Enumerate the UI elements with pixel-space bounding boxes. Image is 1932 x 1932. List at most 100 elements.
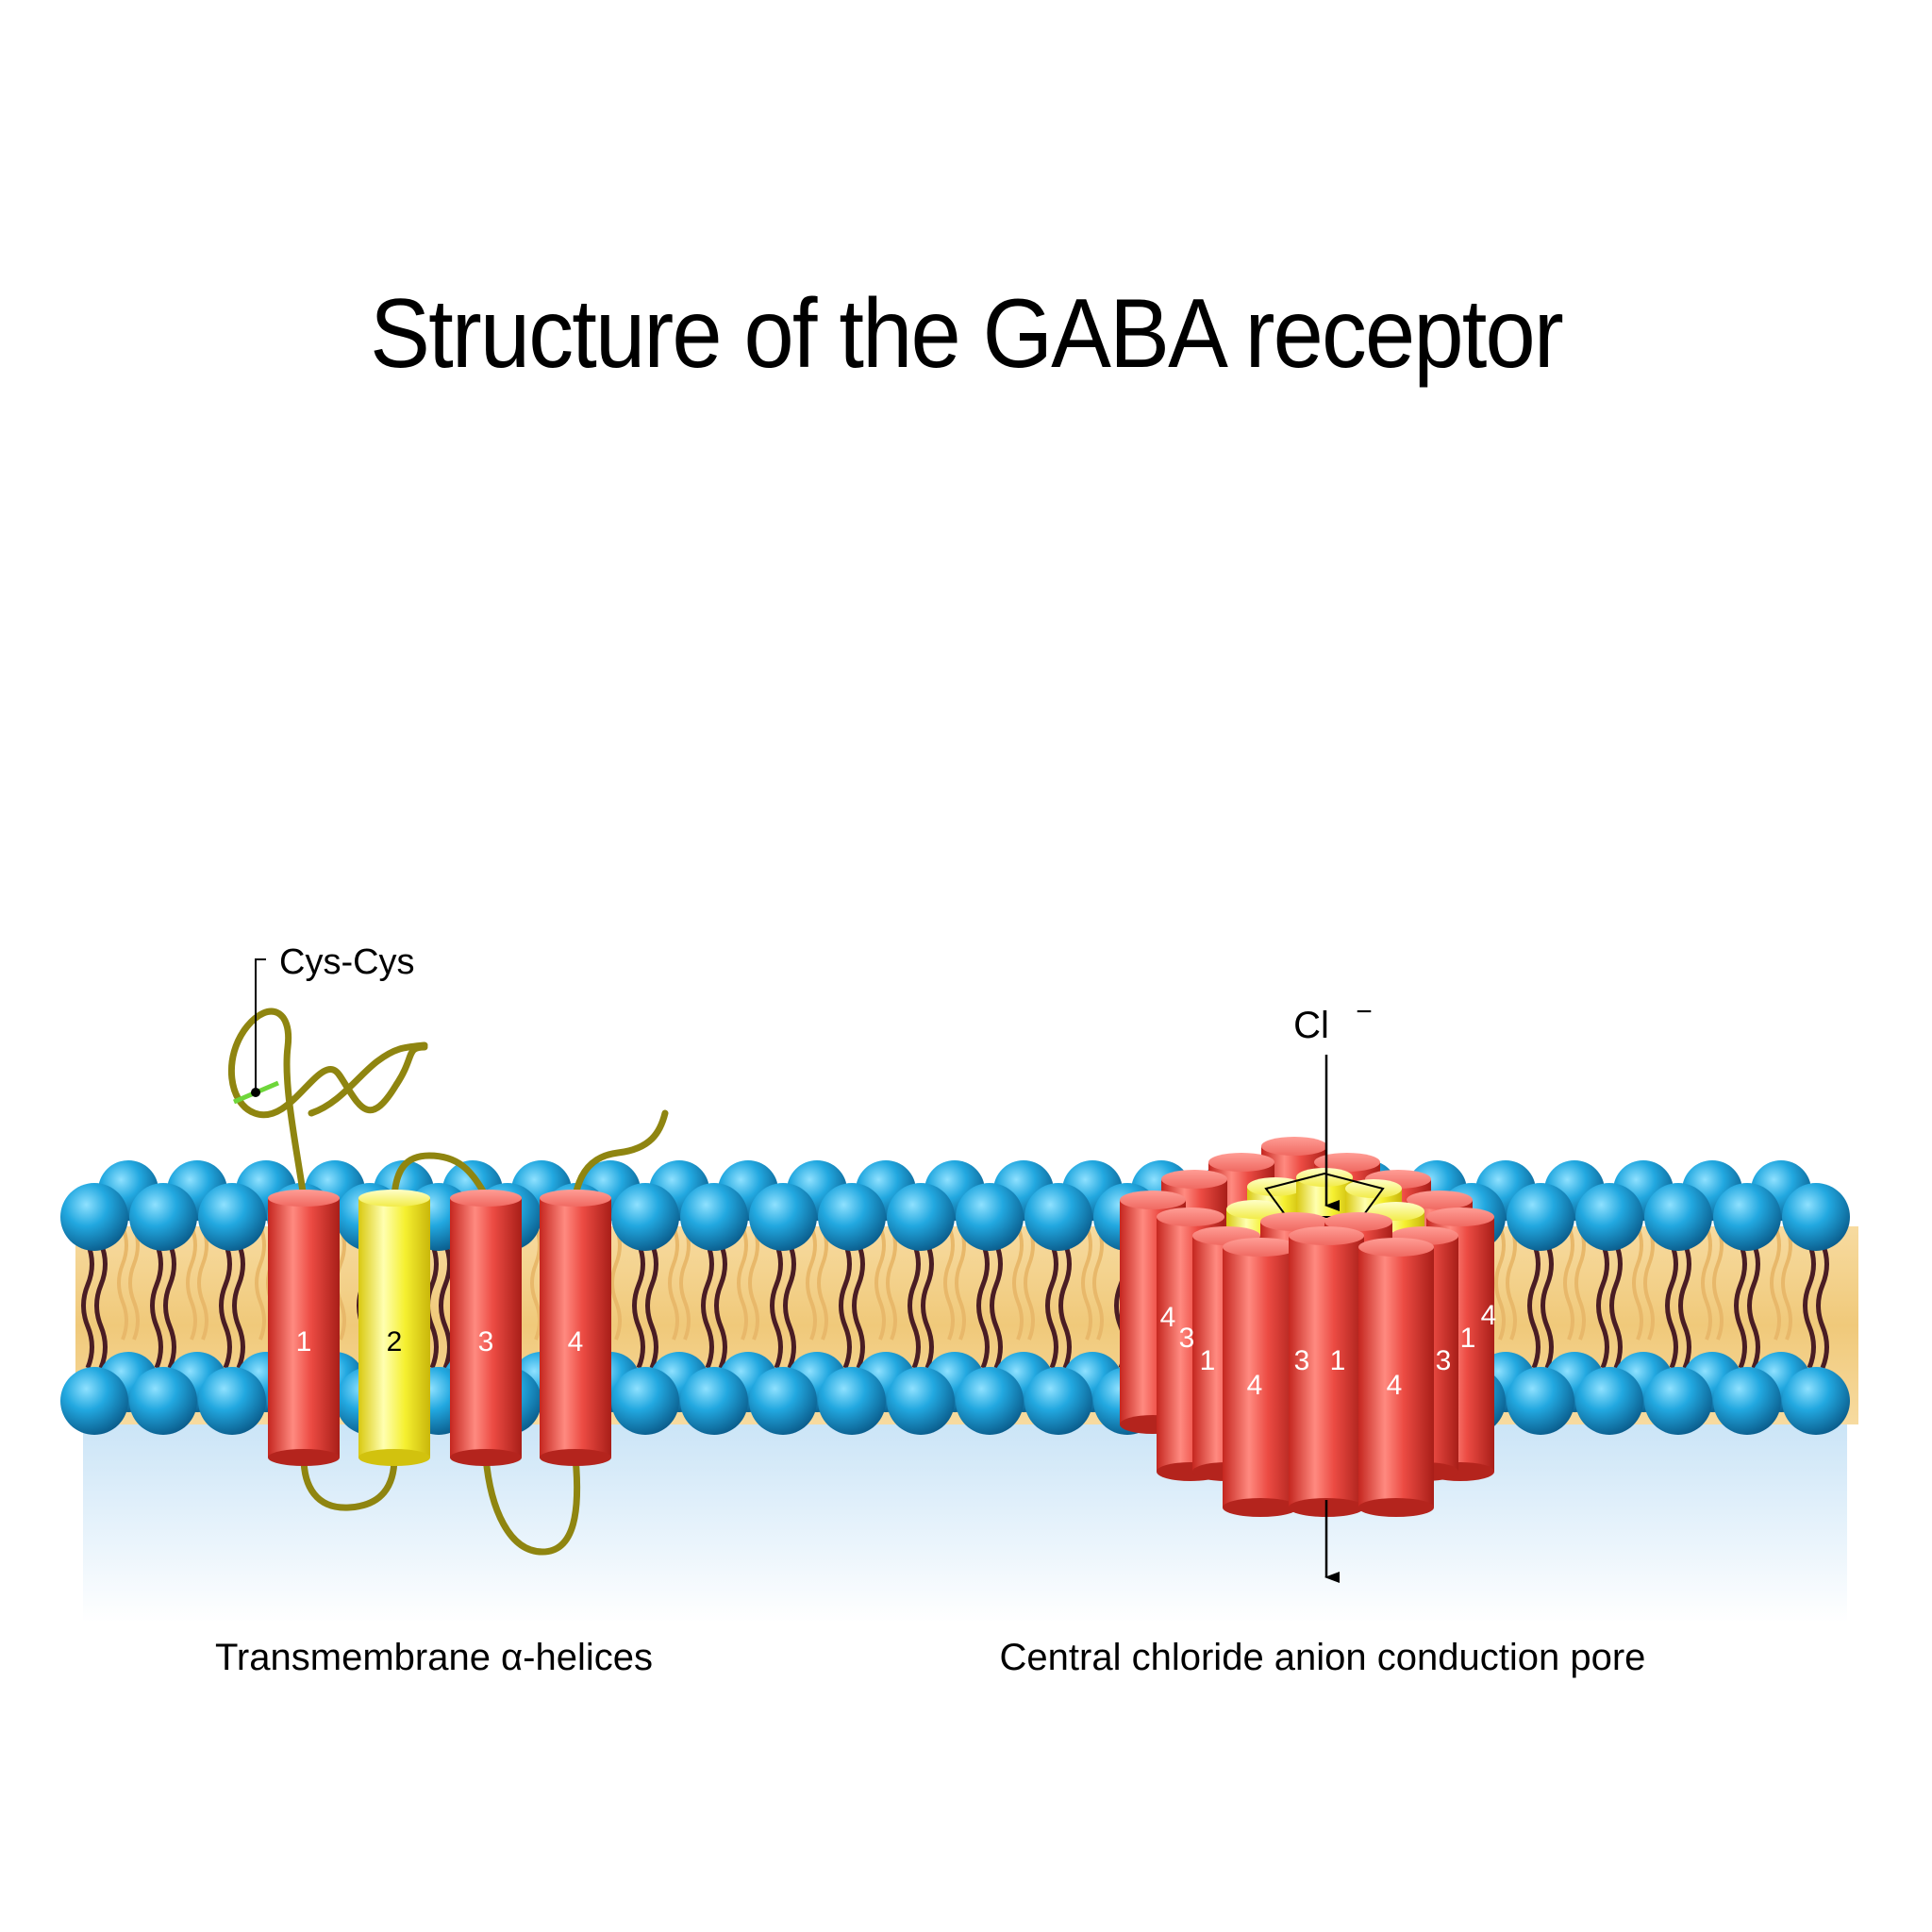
helix-bottom-cap xyxy=(358,1449,430,1466)
lipid-tail xyxy=(232,1242,245,1369)
lipid-tail-back xyxy=(1781,1225,1792,1341)
lipid-tail xyxy=(219,1242,232,1369)
pore-helix-body xyxy=(1358,1247,1434,1507)
lipid-head-top xyxy=(1782,1183,1850,1251)
helix-top-cap xyxy=(358,1190,430,1207)
cys-cys-label: Cys-Cys xyxy=(279,942,415,982)
lipid-tail xyxy=(1803,1242,1816,1369)
lipid-tail xyxy=(1527,1242,1541,1369)
pore-helix-top-cap xyxy=(1260,1212,1328,1231)
lipid-tail xyxy=(1609,1242,1623,1369)
lipid-tail-back xyxy=(943,1225,955,1341)
lipid-tail-back xyxy=(955,1225,966,1341)
lipid-tail xyxy=(783,1242,796,1369)
lipid-tail xyxy=(1678,1242,1691,1369)
lipid-tail xyxy=(921,1242,934,1369)
lipid-tail-back xyxy=(1563,1225,1574,1341)
lipid-tail xyxy=(1058,1242,1072,1369)
lipid-tail xyxy=(1816,1242,1829,1369)
lipid-tail-back xyxy=(1081,1225,1092,1341)
lipid-head-top xyxy=(1644,1183,1712,1251)
red-pore-helix xyxy=(1223,1238,1298,1517)
helix-3: 3 xyxy=(450,1190,522,1466)
lipid-tail-back xyxy=(806,1225,817,1341)
pore-pentagon xyxy=(1264,1172,1385,1218)
cys-cys-leader xyxy=(255,958,266,1092)
pore-helix-top-cap xyxy=(1161,1170,1227,1189)
cytoplasm-region xyxy=(83,1406,1847,1623)
lipid-tail xyxy=(645,1242,658,1369)
lipid-head-top xyxy=(818,1183,886,1251)
c-terminal-tail xyxy=(572,1109,669,1200)
lipid-tail-back xyxy=(817,1225,828,1341)
lipid-tail xyxy=(1734,1242,1747,1369)
pore-helix-top-cap xyxy=(1157,1208,1224,1226)
lipid-tail-back xyxy=(668,1225,679,1341)
lipid-tail-back xyxy=(1701,1225,1712,1341)
pore-helix-top-cap xyxy=(1296,1168,1353,1187)
helix-4: 4 xyxy=(540,1190,611,1466)
lipid-tail xyxy=(1541,1242,1554,1369)
lipid-tail-back xyxy=(1024,1225,1035,1341)
lipid-head-top xyxy=(1575,1183,1643,1251)
lipid-head-bottom xyxy=(198,1367,266,1435)
lipid-tail-back xyxy=(1574,1225,1586,1341)
helix-top-cap xyxy=(450,1190,522,1207)
lipid-tail-back xyxy=(610,1225,622,1341)
lipid-tail xyxy=(770,1242,783,1369)
lipid-head-bottom xyxy=(818,1367,886,1435)
lipid-head-top xyxy=(1713,1183,1781,1251)
pore-helix-top-cap xyxy=(1261,1137,1327,1156)
pore-helix-top-cap xyxy=(1358,1238,1434,1257)
pore-helix-number: 4 xyxy=(1247,1370,1263,1401)
loop-1-2-bottom xyxy=(300,1454,398,1511)
helix-top-cap xyxy=(540,1190,611,1207)
helix-bottom-cap xyxy=(450,1449,522,1466)
lipid-head-bottom xyxy=(1782,1367,1850,1435)
pore-helix-top-cap xyxy=(1120,1191,1186,1209)
lipid-tail xyxy=(94,1242,108,1369)
lipid-head-bottom xyxy=(1713,1367,1781,1435)
lipid-head-top xyxy=(1024,1183,1092,1251)
pore-helix-top-cap xyxy=(1407,1191,1473,1209)
lipid-head-bottom xyxy=(1644,1367,1712,1435)
pore-helix-number: 1 xyxy=(1330,1345,1346,1376)
helix-bottom-cap xyxy=(540,1449,611,1466)
helix-number: 4 xyxy=(568,1326,584,1357)
lipid-head-bottom xyxy=(887,1367,955,1435)
right-caption: Central chloride anion conduction pore xyxy=(1000,1637,1646,1678)
lipid-tail-back xyxy=(1012,1225,1024,1341)
helix-body xyxy=(450,1198,522,1457)
helix-body xyxy=(540,1198,611,1457)
lipid-tail-back xyxy=(1712,1225,1724,1341)
lipid-tail-back xyxy=(117,1225,128,1341)
pore-helix-top-cap xyxy=(1314,1153,1380,1172)
lipid-tail-back xyxy=(1494,1225,1506,1341)
helix-body xyxy=(268,1198,340,1457)
lipid-tail xyxy=(1747,1242,1760,1369)
lipid-tail-back xyxy=(128,1225,140,1341)
protein-loops xyxy=(227,1008,669,1556)
lipid-head-bottom xyxy=(749,1367,817,1435)
lipid-tail-back xyxy=(1770,1225,1781,1341)
lipid-tail xyxy=(714,1242,727,1369)
lipid-head-top xyxy=(956,1183,1024,1251)
lipid-head-bottom xyxy=(1575,1367,1643,1435)
lipid-tail-back xyxy=(886,1225,897,1341)
pore-helix-body xyxy=(1289,1236,1364,1507)
red-pore-helix xyxy=(1289,1226,1364,1517)
pore-helix-top-cap xyxy=(1345,1179,1402,1198)
left-caption: Transmembrane α-helices xyxy=(215,1637,653,1678)
lipid-tail xyxy=(852,1242,865,1369)
pore-helix-number: 3 xyxy=(1436,1345,1452,1376)
lipid-tail xyxy=(839,1242,852,1369)
lipid-head-top xyxy=(1507,1183,1574,1251)
helix-number: 3 xyxy=(478,1326,494,1357)
lipid-tail-back xyxy=(197,1225,208,1341)
n-terminal-tail xyxy=(308,1041,428,1117)
lipid-tail-back xyxy=(1506,1225,1517,1341)
loop-3-4-bottom xyxy=(482,1454,581,1556)
